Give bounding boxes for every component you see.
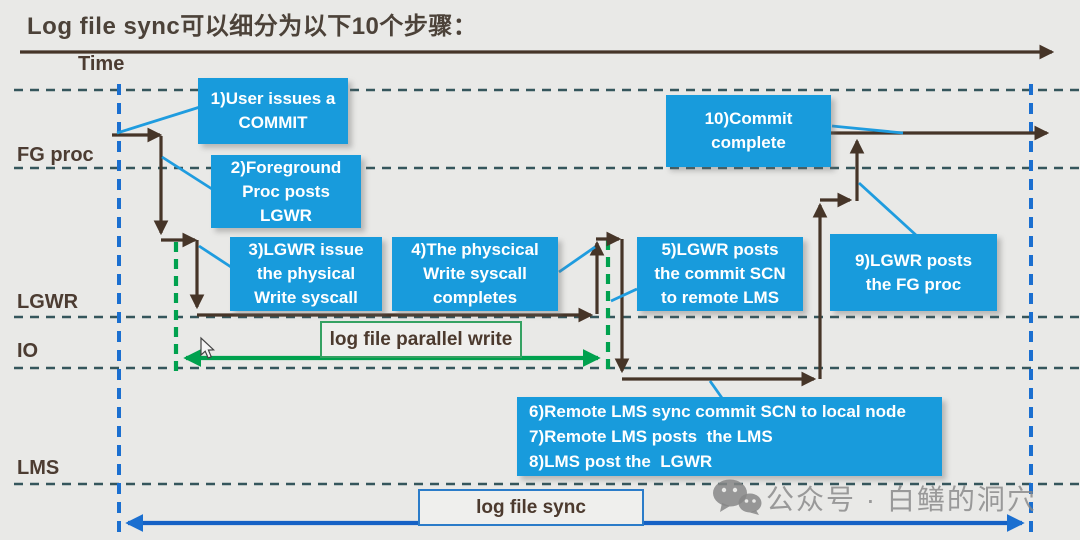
step7-line: 7)Remote LMS posts the LMS — [529, 427, 773, 446]
sync-label: log file sync — [476, 496, 586, 518]
step-box-9: 9)LGWR posts the FG proc — [830, 234, 997, 311]
step3-line1: 3)LGWR issue — [248, 240, 364, 259]
step-box-2: 2)Foreground Proc posts LGWR — [211, 155, 361, 228]
step3-line3: Write syscall — [254, 288, 358, 307]
step2-line2: Proc posts — [242, 181, 330, 201]
step-box-10: 10)Commit complete — [666, 95, 831, 167]
wechat-icon — [713, 479, 762, 515]
step1-line2: COMMIT — [238, 113, 308, 132]
step-box-3: 3)LGWR issue the physical Write syscall — [230, 237, 382, 311]
step9-line1: 9)LGWR posts — [854, 250, 973, 270]
page-title: Log file sync可以细分为以下10个步骤： — [27, 13, 478, 40]
green-dashed-boundaries — [173, 240, 611, 372]
step10-line2: complete — [711, 133, 786, 152]
execution-flow-arrows — [112, 125, 1050, 387]
step-box-4: 4)The physcical Write syscall completes — [392, 237, 558, 311]
lane-dashed-lines — [14, 88, 1080, 486]
sync-label-box: log file sync — [418, 489, 644, 526]
step6-line: 6)Remote LMS sync commit SCN to local no… — [529, 402, 906, 421]
mouse-cursor[interactable] — [200, 336, 216, 359]
step1-line1: 1)User issues a — [210, 89, 336, 108]
lane-label-io: IO — [17, 340, 39, 362]
step4-line3: completes — [432, 288, 518, 307]
lane-label-time: Time — [78, 53, 125, 75]
step-box-5: 5)LGWR posts the commit SCN to remote LM… — [637, 237, 803, 311]
step4-line2: Write syscall — [423, 264, 527, 283]
watermark-text: 公众号 · 白鳝的洞穴 — [766, 484, 1037, 515]
step3-line2: the physical — [256, 264, 356, 283]
step4-line1: 4)The physcical — [411, 240, 539, 259]
step2-line1: 2)Foreground — [230, 157, 342, 177]
step-box-6-7-8: 6)Remote LMS sync commit SCN to local no… — [517, 397, 942, 476]
step10-line1: 10)Commit — [704, 109, 793, 128]
step9-line2: the FG proc — [865, 274, 962, 294]
step-box-1: 1)User issues a COMMIT — [198, 78, 348, 144]
lane-label-fg-proc: FG proc — [17, 144, 94, 166]
lane-label-lms: LMS — [17, 457, 60, 479]
step5-line3: to remote LMS — [660, 288, 780, 307]
step2-line3: LGWR — [260, 205, 312, 225]
parallel-write-label-box: log file parallel write — [320, 321, 522, 358]
callout-leader-lines — [116, 105, 918, 399]
step8-line: 8)LMS post the LGWR — [529, 452, 713, 471]
step5-line2: the commit SCN — [654, 264, 786, 283]
parallel-write-label: log file parallel write — [329, 328, 513, 350]
step5-line1: 5)LGWR posts — [661, 240, 779, 259]
lane-label-lgwr: LGWR — [17, 291, 79, 313]
